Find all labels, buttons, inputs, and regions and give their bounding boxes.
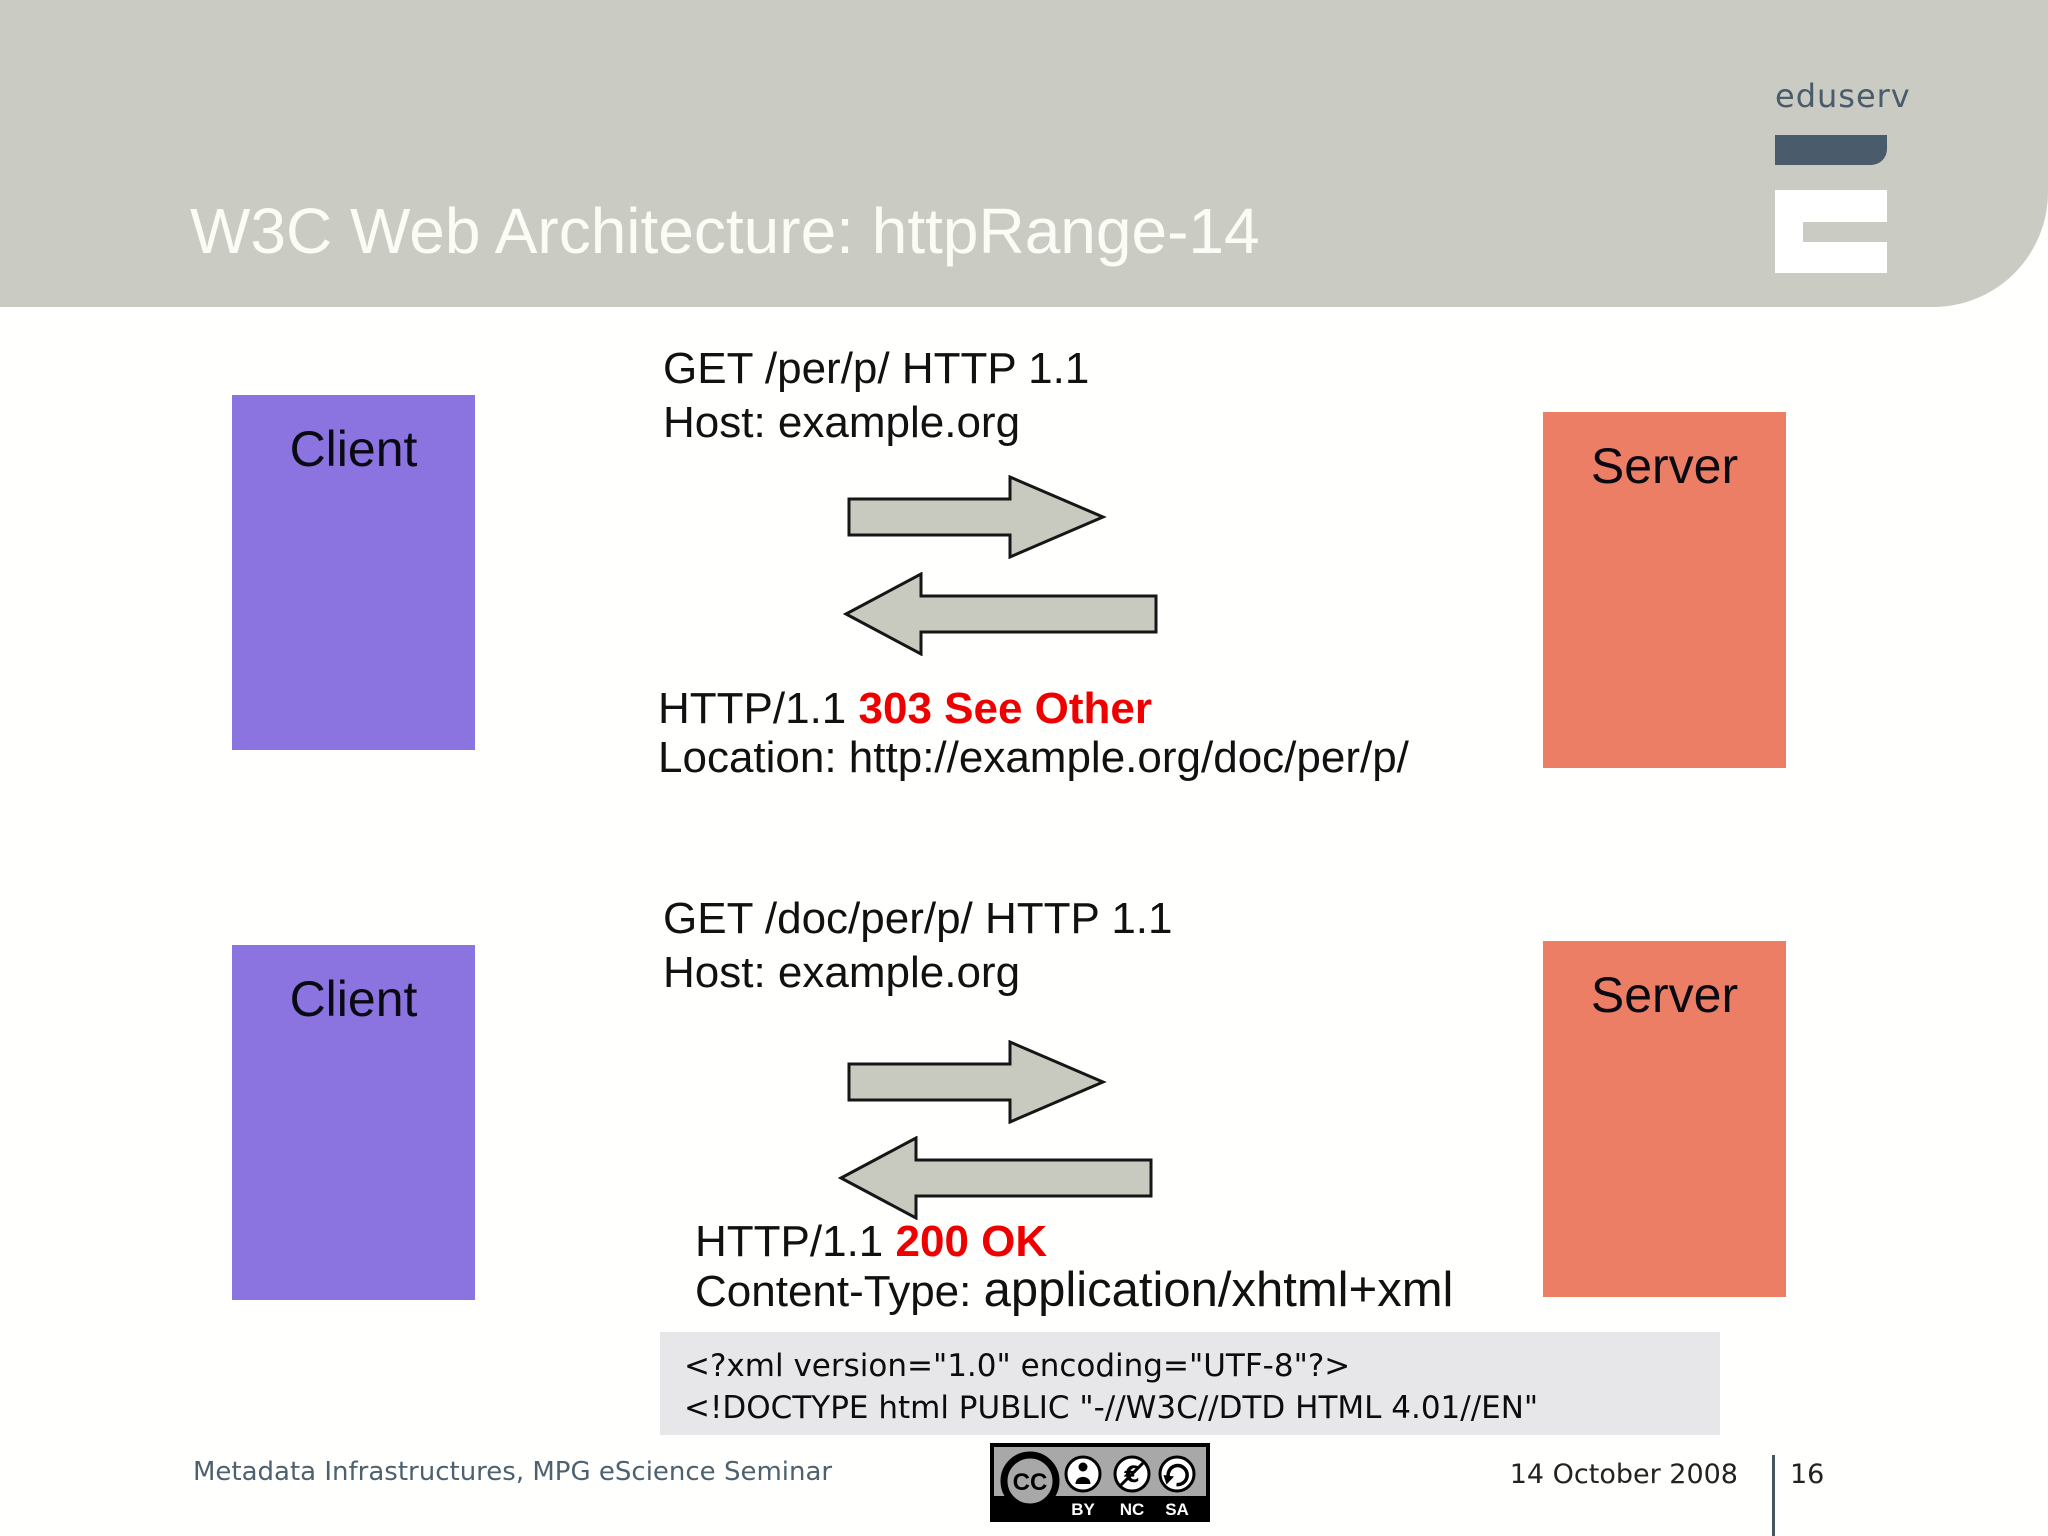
nc-label: NC bbox=[1120, 1500, 1145, 1519]
request-arrow-icon bbox=[847, 475, 1107, 559]
status-code-200: 200 OK bbox=[895, 1217, 1048, 1266]
content-type-value: application/xhtml+xml bbox=[983, 1263, 1454, 1317]
response-status-line: HTTP/1.1 303 See Other bbox=[658, 684, 1409, 733]
response-status-line: HTTP/1.1 200 OK bbox=[695, 1217, 1453, 1266]
eduserv-logo-mark bbox=[1775, 190, 1887, 273]
doctype-line: <!DOCTYPE html PUBLIC "-//W3C//DTD HTML … bbox=[684, 1390, 1539, 1426]
content-type-label: Content-Type: bbox=[695, 1267, 984, 1316]
request-message-2: GET /doc/per/p/ HTTP 1.1 Host: example.o… bbox=[663, 892, 1172, 1000]
eduserv-wordmark: eduserv bbox=[1775, 77, 1911, 115]
xml-declaration-line: <?xml version="1.0" encoding="UTF-8"?> bbox=[684, 1348, 1351, 1384]
request-line: GET /doc/per/p/ HTTP 1.1 bbox=[663, 894, 1173, 943]
cc-by-nc-sa-license-badge: CC € BY NC SA bbox=[990, 1443, 1210, 1522]
request-arrow-icon bbox=[847, 1040, 1107, 1124]
response-message-2: HTTP/1.1 200 OK Content-Type: applicatio… bbox=[695, 1217, 1453, 1316]
request-message-1: GET /per/p/ HTTP 1.1 Host: example.org bbox=[663, 342, 1089, 450]
page-title: W3C Web Architecture: httpRange-14 bbox=[190, 195, 1260, 267]
cc-text: CC bbox=[1013, 1469, 1048, 1496]
http-version: HTTP/1.1 bbox=[695, 1217, 896, 1266]
xml-code-box: <?xml version="1.0" encoding="UTF-8"?> <… bbox=[660, 1332, 1720, 1435]
client-label: Client bbox=[289, 971, 418, 1027]
page-number: 16 bbox=[1790, 1459, 1825, 1490]
http-version: HTTP/1.1 bbox=[658, 684, 859, 733]
header-band bbox=[0, 0, 2048, 307]
response-message-1: HTTP/1.1 303 See Other Location: http://… bbox=[658, 684, 1409, 782]
status-code-303: 303 See Other bbox=[858, 684, 1153, 733]
by-attribution-icon bbox=[1064, 1455, 1102, 1493]
request-host-line: Host: example.org bbox=[663, 398, 1021, 447]
request-line: GET /per/p/ HTTP 1.1 bbox=[663, 344, 1090, 393]
response-arrow-icon bbox=[838, 1136, 1153, 1220]
server-label: Server bbox=[1590, 967, 1739, 1023]
response-content-type-line: Content-Type: application/xhtml+xml bbox=[695, 1263, 1454, 1317]
cc-icon bbox=[1000, 1451, 1060, 1511]
server-label: Server bbox=[1590, 438, 1739, 494]
eduserv-logo-bar bbox=[1775, 135, 1887, 165]
sa-label: SA bbox=[1165, 1500, 1189, 1519]
request-host-line: Host: example.org bbox=[663, 948, 1021, 997]
footer-divider bbox=[1772, 1455, 1775, 1536]
footer-seminar-title: Metadata Infrastructures, MPG eScience S… bbox=[193, 1457, 833, 1487]
by-label: BY bbox=[1071, 1500, 1095, 1519]
eduserv-logo-notch bbox=[1803, 222, 1887, 242]
client-box-1: Client bbox=[232, 395, 475, 750]
response-arrow-icon bbox=[843, 572, 1158, 656]
client-box-2: Client bbox=[232, 945, 475, 1300]
footer-date: 14 October 2008 bbox=[1509, 1459, 1738, 1490]
server-box-2: Server bbox=[1543, 941, 1786, 1297]
response-location-line: Location: http://example.org/doc/per/p/ bbox=[658, 733, 1409, 782]
client-label: Client bbox=[289, 421, 418, 477]
server-box-1: Server bbox=[1543, 412, 1786, 768]
